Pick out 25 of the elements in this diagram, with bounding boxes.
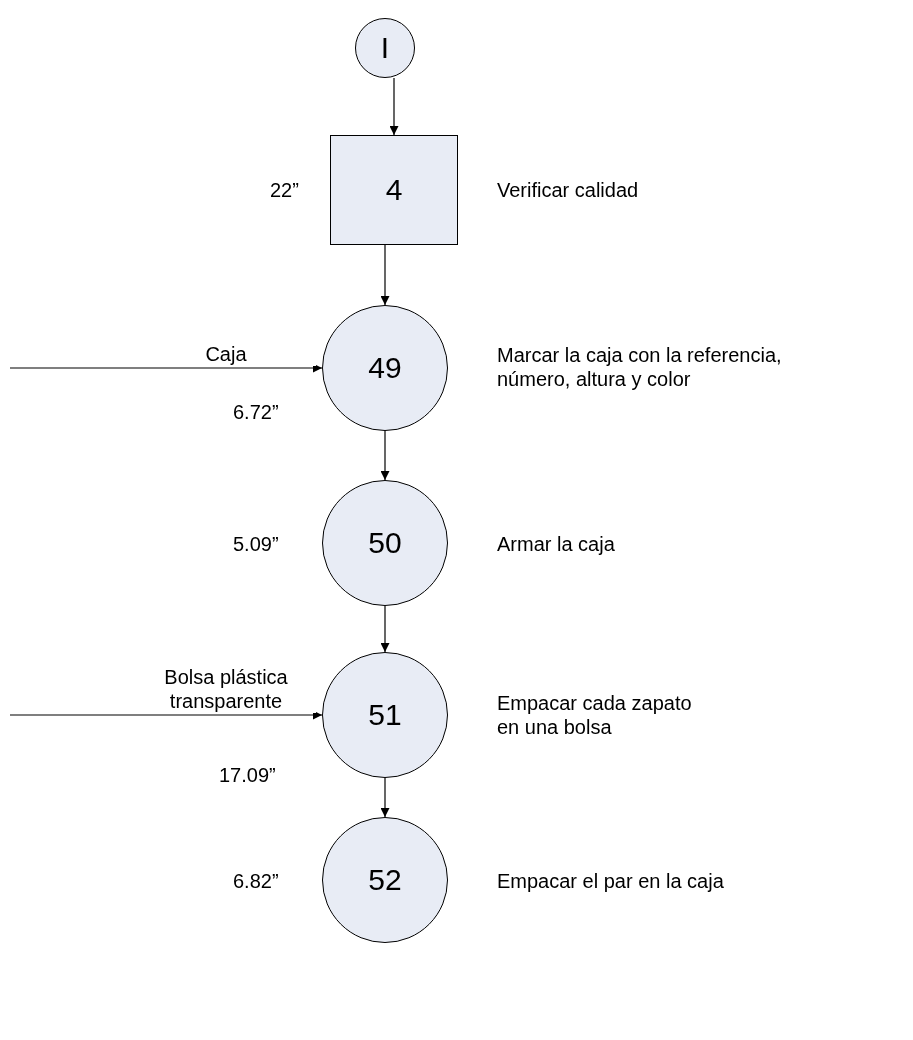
step-description: Marcar la caja con la referencia, número, altura y color [497,343,783,391]
arrow [389,77,399,136]
step-number: I [380,31,390,65]
time-label: 5.09” [233,532,279,556]
step-description: Empacar el par en la caja [497,869,725,893]
step-number: 50 [368,526,402,560]
arrow [9,710,323,720]
step-number: 49 [368,351,402,385]
inspection-box [330,135,458,245]
time-label: 6.82” [233,869,279,893]
step-number: 4 [385,173,403,207]
step-description: Verificar calidad [497,178,640,202]
step-number: 51 [368,698,402,732]
arrow [380,777,390,818]
time-label: 17.09” [219,763,276,787]
arrow [380,430,390,481]
step-description: Armar la caja [497,532,616,556]
step-description: Empacar cada zapato en una bolsa [497,691,693,739]
time-label: 22” [270,178,299,202]
arrow [380,605,390,653]
arrow [380,244,390,306]
step-number: 52 [368,863,402,897]
arrow [9,363,323,373]
time-label: 6.72” [233,400,279,424]
operation-circle [355,18,415,78]
